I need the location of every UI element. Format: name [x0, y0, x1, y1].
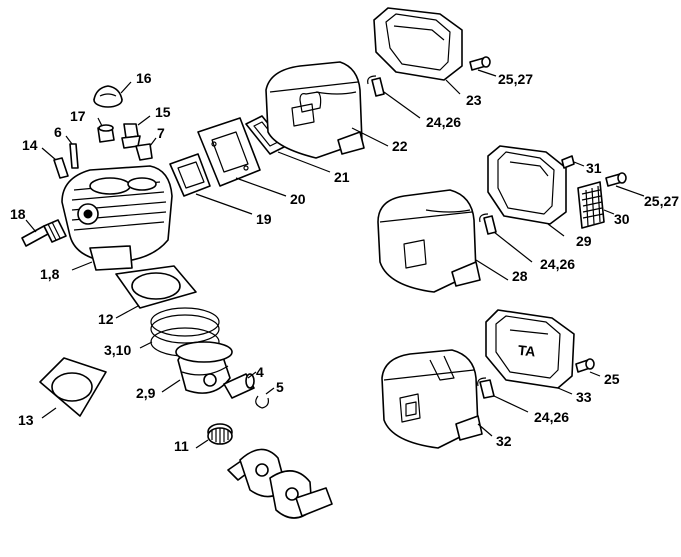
label-29: 29	[576, 233, 592, 249]
label-5: 5	[276, 379, 284, 395]
part-24-26-screw-bottom	[477, 377, 529, 413]
part-20-plate	[197, 117, 287, 197]
label-24-26-middle: 24,26	[540, 256, 575, 272]
label-15: 15	[155, 104, 171, 120]
crankshaft	[227, 448, 333, 519]
part-19-gasket	[169, 153, 253, 215]
label-30: 30	[614, 211, 630, 227]
label-24-26-top: 24,26	[426, 114, 461, 130]
label-24-26-bottom: 24,26	[534, 409, 569, 425]
label-14: 14	[22, 137, 38, 153]
cylinder	[61, 165, 173, 271]
part-7-plug	[135, 137, 157, 161]
part-24-26-screw-middle	[479, 213, 533, 263]
label-13: 13	[18, 412, 34, 428]
part-31-screw	[561, 155, 585, 169]
part-14-stud	[41, 147, 69, 179]
label-25-27-top: 25,27	[498, 71, 533, 87]
part-28-muffler	[377, 189, 509, 293]
part-11-needle-cage	[195, 423, 233, 449]
part-32-muffler	[381, 349, 493, 449]
label-19: 19	[256, 211, 272, 227]
part-29-cover	[487, 145, 567, 237]
label-4: 4	[256, 364, 264, 380]
label-11: 11	[174, 438, 189, 454]
label-18: 18	[10, 206, 26, 222]
part-33-cover	[485, 309, 575, 395]
label-21: 21	[334, 169, 350, 185]
part-30-screen	[577, 181, 615, 229]
part-22-muffler	[265, 61, 389, 159]
label-1-8: 1,8	[40, 266, 60, 282]
label-17: 17	[70, 108, 86, 124]
label-23: 23	[466, 92, 482, 108]
part-2-9-piston	[161, 341, 233, 394]
part-13-base-gasket	[39, 357, 107, 419]
label-12: 12	[98, 311, 114, 327]
part-18-spark-plug	[21, 219, 67, 247]
part-24-26-screw-top	[367, 75, 421, 119]
part-12-gasket	[115, 265, 197, 319]
part-25-27-screw-top	[469, 56, 497, 77]
label-7: 7	[157, 125, 165, 141]
label-3-10: 3,10	[104, 342, 131, 358]
label-25: 25	[604, 371, 620, 387]
label-6: 6	[54, 124, 62, 140]
cover-mark: TA	[517, 342, 536, 360]
label-16: 16	[136, 70, 152, 86]
label-31: 31	[586, 160, 602, 176]
label-22: 22	[392, 138, 408, 154]
part-23-cover	[373, 7, 463, 95]
part-15-decompression-valve	[121, 115, 151, 149]
label-28: 28	[512, 268, 528, 284]
part-6-pin	[65, 135, 79, 169]
label-25-27-middle: 25,27	[644, 193, 679, 209]
label-20: 20	[290, 191, 306, 207]
part-17-valve-cap	[97, 117, 115, 143]
label-33: 33	[576, 389, 592, 405]
part-4-piston-pin	[223, 371, 257, 399]
label-2-9: 2,9	[136, 385, 156, 401]
part-25-27-screw-middle	[605, 172, 645, 197]
part-5-circlip	[255, 387, 275, 409]
part-25-screw-bottom	[575, 358, 601, 377]
label-32: 32	[496, 433, 512, 449]
part-16-cap	[93, 81, 132, 108]
